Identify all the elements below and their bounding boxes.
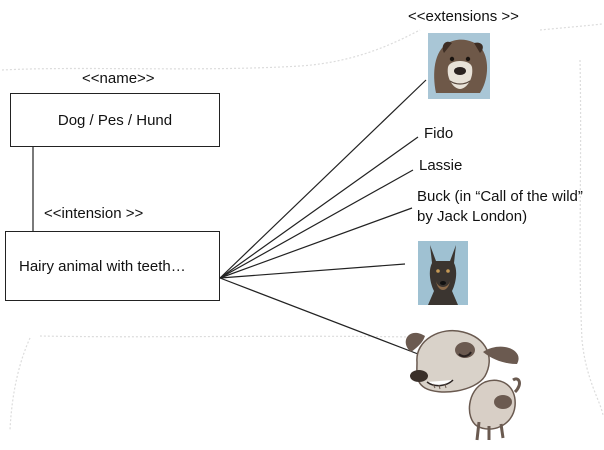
name-stereotype: <<name>> xyxy=(82,70,155,87)
extension-lassie: Lassie xyxy=(419,157,463,174)
extension-buck-line1: Buck (in “Call of the wild” xyxy=(417,188,583,205)
ray-fido xyxy=(219,136,419,279)
ray-bulldog xyxy=(219,79,427,279)
extensions-stereotype: <<extensions >> xyxy=(408,8,519,25)
extension-fido: Fido xyxy=(424,125,454,142)
intension-box[interactable]: Hairy animal with teeth… xyxy=(5,231,220,301)
bulldog-image xyxy=(428,33,490,99)
ray-cartoon xyxy=(219,277,419,355)
ray-lassie xyxy=(219,169,414,279)
background-outline xyxy=(1,23,604,431)
ray-buck xyxy=(219,207,413,279)
name-box-text: Dog / Pes / Hund xyxy=(57,111,173,129)
cartoon-dog-image xyxy=(405,329,521,441)
extension-buck-line2: by Jack London) xyxy=(417,208,528,225)
name-box[interactable]: Dog / Pes / Hund xyxy=(10,93,220,147)
extension-rays xyxy=(219,79,427,355)
doberman-image xyxy=(418,241,468,305)
ray-doberman xyxy=(219,263,406,279)
intension-box-text: Hairy animal with teeth… xyxy=(19,257,186,275)
intension-stereotype: <<intension >> xyxy=(44,205,144,222)
